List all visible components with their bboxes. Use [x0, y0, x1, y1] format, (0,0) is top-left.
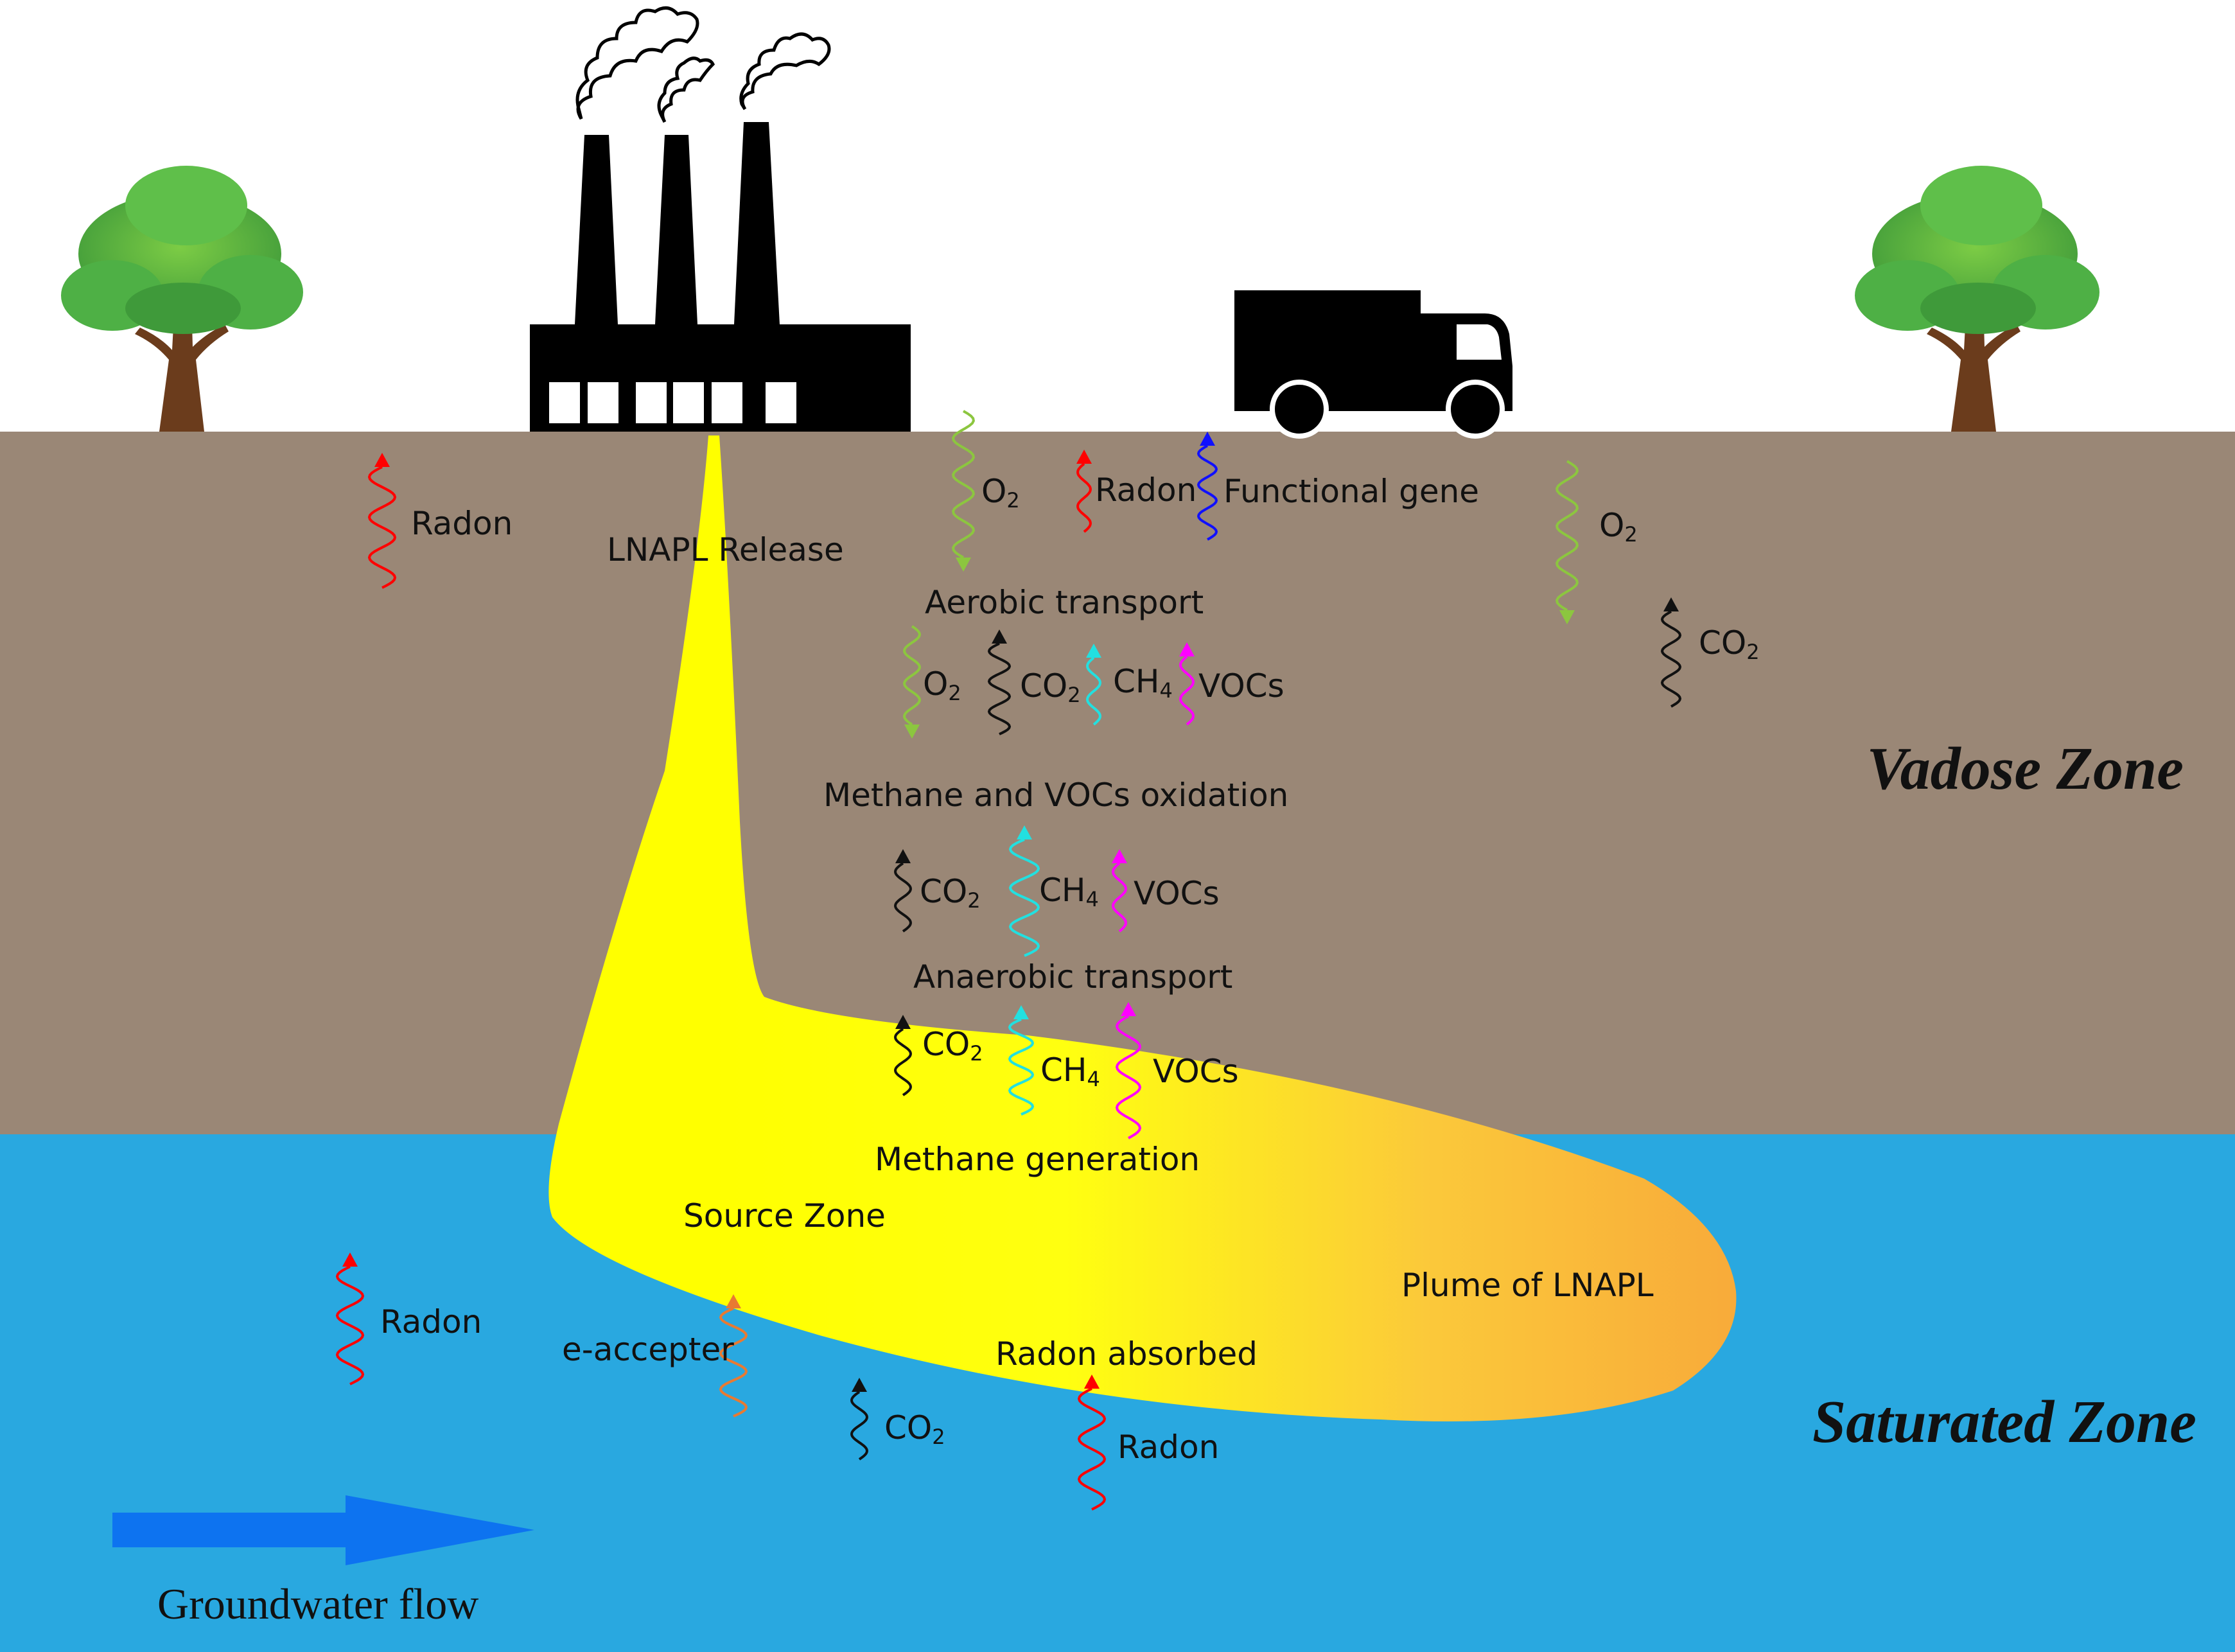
ch4-label: CH4	[1113, 663, 1173, 703]
radon-arrow-icon	[335, 1252, 365, 1385]
lnapl-plume	[548, 435, 1737, 1421]
ch4-label: CH4	[1039, 872, 1099, 911]
source-zone-label: Source Zone	[683, 1197, 886, 1235]
ch4-arrow-icon	[1086, 644, 1101, 726]
sky	[0, 0, 2235, 432]
saturated-zone-label: Saturated Zone	[1812, 1389, 2196, 1455]
co2-arrow-icon	[894, 849, 912, 933]
radon-label: Radon	[411, 505, 513, 542]
ch4-arrow-icon	[1008, 825, 1040, 957]
radon-arrow-icon	[367, 453, 397, 589]
co2-arrow-icon	[894, 1015, 912, 1096]
anaerobic-transport-label: Anaerobic transport	[913, 958, 1232, 996]
e-accepter-arrow-icon	[719, 1294, 748, 1418]
vocs-arrow-icon	[1112, 849, 1127, 933]
vocs-label: VOCs	[1134, 875, 1220, 912]
ch4-arrow-icon	[1008, 1005, 1035, 1116]
e-accepter-label: e-accepter	[562, 1331, 734, 1368]
groundwater-flow-label: Groundwater flow	[157, 1579, 478, 1628]
radon-arrow-icon	[1077, 1375, 1107, 1511]
plume-label: Plume of LNAPL	[1401, 1267, 1654, 1304]
co2-arrow-icon	[850, 1378, 868, 1461]
tree-left-icon	[61, 166, 303, 432]
functional-gene-label: Functional gene	[1223, 473, 1479, 510]
vocs-label: VOCs	[1198, 667, 1284, 705]
radon-label: Radon	[1095, 471, 1196, 509]
groundwater-flow-arrow-icon	[112, 1495, 534, 1565]
radon-arrow-icon	[1076, 450, 1092, 533]
aerobic-transport-label: Aerobic transport	[925, 584, 1204, 621]
radon-absorbed-label: Radon absorbed	[995, 1335, 1258, 1373]
o2-label: O2	[1599, 507, 1638, 547]
vocs-arrow-icon	[1115, 1002, 1142, 1139]
co2-label: CO2	[922, 1026, 983, 1066]
co2-label: CO2	[884, 1409, 945, 1449]
o2-arrow-icon	[902, 625, 922, 739]
co2-arrow-icon	[987, 629, 1012, 735]
truck-icon	[1234, 290, 1512, 439]
radon-label: Radon	[1118, 1428, 1219, 1466]
co2-label: CO2	[920, 873, 981, 913]
ch4-label: CH4	[1040, 1051, 1100, 1091]
co2-label: CO2	[1699, 624, 1760, 664]
tree-right-icon	[1855, 166, 2099, 432]
gas-flux-arrows	[335, 410, 1682, 1511]
vadose-zone-label: Vadose Zone	[1867, 735, 2184, 802]
radon-label: Radon	[380, 1303, 482, 1340]
functional-gene-arrow-icon	[1196, 432, 1218, 541]
o2-arrow-icon	[952, 410, 975, 572]
co2-arrow-icon	[1660, 597, 1682, 708]
methane-generation-label: Methane generation	[875, 1141, 1200, 1178]
factory-icon	[530, 6, 911, 432]
vocs-label: VOCs	[1153, 1053, 1239, 1090]
co2-label: CO2	[1020, 667, 1081, 707]
methane-vocs-oxidation-label: Methane and VOCs oxidation	[823, 777, 1288, 814]
o2-label: O2	[981, 473, 1020, 513]
o2-label: O2	[923, 665, 961, 705]
vadose-zone-soil	[0, 432, 2235, 1134]
o2-arrow-icon	[1556, 460, 1579, 624]
vocs-arrow-icon	[1179, 642, 1195, 726]
lnapl-release-label: LNAPL Release	[607, 531, 844, 568]
